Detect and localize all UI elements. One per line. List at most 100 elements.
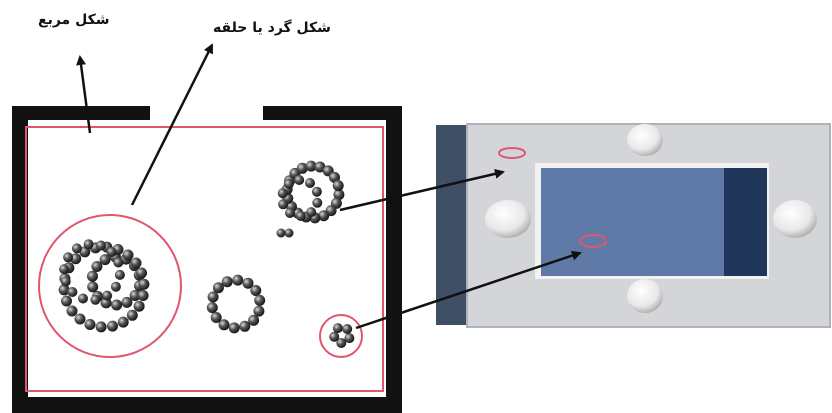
frame-left-wall: [12, 106, 28, 410]
particle: [318, 210, 330, 222]
particle: [294, 175, 305, 185]
particle: [117, 316, 129, 328]
particle: [102, 290, 113, 301]
particle: [110, 281, 121, 292]
pink-square-outline: [25, 126, 384, 392]
frame-right-wall: [386, 106, 402, 410]
particle: [276, 228, 286, 238]
pink-ring-marker: [579, 234, 607, 248]
particle: [248, 314, 260, 326]
particle: [129, 290, 141, 301]
particle: [239, 320, 251, 332]
particle: [106, 247, 117, 257]
tray-window: [541, 168, 725, 276]
particle: [99, 254, 111, 266]
particle: [344, 333, 355, 344]
particle: [296, 162, 308, 174]
particle: [74, 313, 86, 325]
particle: [58, 284, 70, 296]
particle: [305, 160, 317, 172]
particle: [314, 161, 326, 173]
particle: [71, 243, 82, 254]
particle: [336, 338, 347, 348]
particle: [67, 287, 78, 297]
particle: [212, 282, 224, 294]
particle: [305, 178, 315, 188]
particle: [332, 180, 344, 192]
tray-window-shadow: [724, 168, 767, 276]
particle: [283, 178, 294, 189]
particle: [218, 319, 230, 331]
particle: [221, 276, 233, 288]
particle: [242, 277, 254, 289]
label-square-shape: شکل مربع: [38, 12, 110, 28]
particle: [61, 295, 72, 307]
particle: [83, 239, 94, 250]
particle: [70, 253, 82, 265]
particle: [113, 257, 124, 268]
particle: [107, 320, 118, 332]
particle: [284, 228, 294, 238]
particle: [278, 199, 289, 210]
particle: [295, 211, 306, 221]
knob-icon: [485, 200, 531, 238]
particle: [96, 240, 106, 251]
particle: [329, 171, 340, 183]
particle: [306, 207, 317, 218]
label-round-or-ring-shape: شکل گرد یا حلقه: [213, 20, 331, 36]
particle: [332, 323, 343, 334]
particle: [311, 186, 322, 197]
particle: [60, 276, 71, 287]
particle: [87, 270, 98, 282]
particle: [63, 252, 74, 263]
pink-small-circle-outline: [319, 314, 363, 358]
particle: [253, 305, 265, 317]
particle: [84, 319, 96, 330]
knob-icon: [627, 279, 663, 313]
frame-top-left-lip: [12, 106, 150, 120]
arrow-icon: [76, 55, 92, 134]
knob-icon: [627, 124, 663, 156]
particle: [79, 246, 91, 258]
particle: [122, 249, 134, 261]
particle: [342, 324, 353, 334]
arrow-icon: [355, 250, 582, 330]
particle: [333, 189, 345, 201]
particle: [329, 331, 340, 342]
particle: [136, 267, 147, 279]
particle: [126, 309, 138, 321]
particle: [121, 296, 133, 308]
particle: [137, 290, 149, 301]
frame-bottom-wall: [12, 397, 402, 413]
particle-clusters: [58, 160, 355, 348]
particle: [206, 302, 218, 314]
particle: [87, 281, 99, 293]
frame-top-right-lip: [263, 106, 402, 120]
knob-icon: [773, 200, 817, 238]
sample-tray: [436, 123, 831, 328]
particle: [138, 278, 150, 290]
particle: [90, 294, 101, 305]
pink-circle-outline: [38, 214, 182, 358]
particle: [95, 321, 107, 333]
particle: [114, 269, 125, 280]
particle: [312, 197, 323, 208]
arrow-icon: [130, 43, 214, 206]
window-notch: [712, 205, 724, 231]
square-container: [12, 106, 402, 413]
particle: [232, 274, 244, 286]
particle: [78, 293, 88, 304]
particle: [228, 322, 240, 334]
particle: [91, 261, 103, 272]
particle: [133, 300, 145, 312]
pink-ring-marker: [498, 147, 526, 159]
particle: [66, 305, 78, 317]
particle: [285, 208, 295, 218]
particle: [59, 264, 70, 275]
particle: [111, 299, 123, 311]
particle: [250, 285, 262, 296]
particle: [277, 188, 288, 199]
particle: [207, 291, 219, 303]
